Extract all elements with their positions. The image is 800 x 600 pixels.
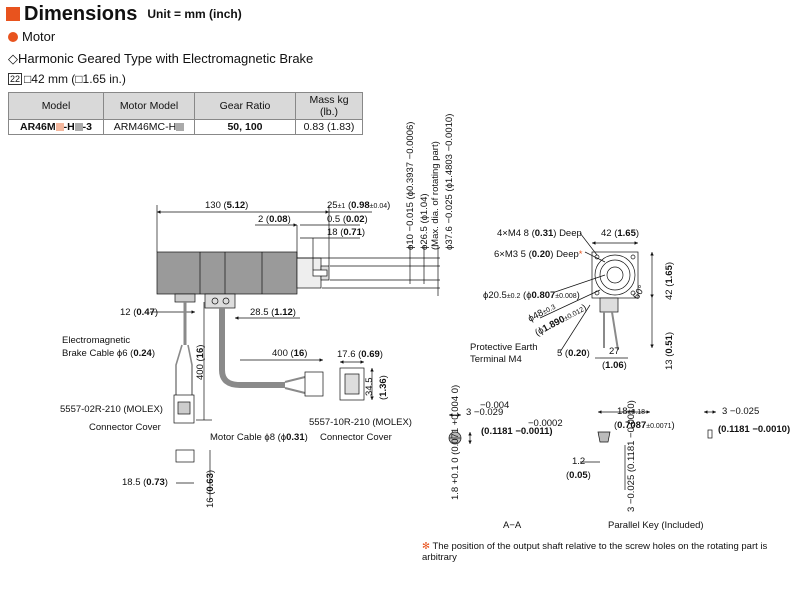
label-motor-cable: Motor Cable ϕ8 (ϕ0.31) bbox=[210, 432, 308, 443]
dim-25: 25±1 (0.98±0.04) bbox=[327, 200, 390, 211]
section-label: Motor bbox=[22, 29, 56, 44]
brake-cable-gland bbox=[174, 293, 196, 303]
motor-connector bbox=[304, 371, 324, 397]
dim-aa-top-sup: −0.004 bbox=[480, 400, 509, 411]
dim-18: 18 (0.71) bbox=[327, 227, 365, 238]
spec-table: Model Motor Model Gear Ratio Mass kg (lb… bbox=[8, 92, 363, 135]
unit-label: Unit = mm (inch) bbox=[147, 7, 242, 21]
dim-2: 2 (0.08) bbox=[258, 214, 291, 225]
dim-400-horizontal: 400 (16) bbox=[272, 348, 307, 359]
bullet-dot-icon bbox=[8, 31, 18, 42]
col-model: Model bbox=[8, 92, 104, 120]
dim-42-height: 42 (1.65) bbox=[664, 262, 675, 300]
dim-aa-inch-sup: −0.0002 bbox=[528, 418, 563, 429]
dim-pk-inch: (0.7087±0.0071) bbox=[614, 420, 675, 431]
dim-aa-top: 3 −0.029 bbox=[466, 407, 503, 418]
dim-key-top: 3 −0.025 bbox=[722, 406, 759, 417]
dim-27: 27 bbox=[609, 346, 620, 357]
cell-model: AR46M-H-3 bbox=[8, 119, 104, 135]
dim-17-6: 17.6 (0.69) bbox=[337, 349, 383, 360]
dim-4xm4: 4×M4 8 (0.31) Deep bbox=[497, 228, 582, 239]
dimensions-header: Dimensions Unit = mm (inch) bbox=[6, 3, 242, 25]
dim-5: 5 (0.20) bbox=[557, 348, 590, 359]
motor-side-body bbox=[156, 251, 298, 295]
dim-key-inch: (0.1181 −0.0010) bbox=[718, 424, 790, 435]
footnote-asterisk: ✻ bbox=[422, 541, 430, 552]
dim-12: 12 (0.47) bbox=[120, 307, 158, 318]
dim-6xm3: 6×M3 5 (0.20) Deep* bbox=[494, 249, 583, 260]
variant-heading: ◇Harmonic Geared Type with Electromagnet… bbox=[8, 51, 314, 66]
frame-size-badge: 22 bbox=[8, 73, 23, 85]
label-brake-cable: Brake Cable ϕ6 (0.24) bbox=[62, 348, 155, 359]
footnote-text: The position of the output shaft relativ… bbox=[422, 541, 768, 563]
cell-gear-ratio: 50, 100 bbox=[194, 119, 296, 135]
label-terminal-m4: Terminal M4 bbox=[470, 354, 522, 365]
dim-d10: ϕ10 −0.015 (ϕ0.3937 −0.0006) bbox=[405, 122, 416, 250]
label-molex-10r: 5557-10R-210 (MOLEX) bbox=[309, 417, 412, 428]
label-parallel-key: Parallel Key (Included) bbox=[608, 520, 704, 531]
col-gear-ratio: Gear Ratio bbox=[194, 92, 296, 120]
dim-400-vertical: 400 (16) bbox=[195, 345, 206, 380]
frame-size-text: □42 mm (□1.65 in.) bbox=[24, 72, 126, 86]
dim-130: 130 (5.12) bbox=[205, 200, 248, 211]
frame-size-line: 22 □42 mm (□1.65 in.) bbox=[8, 72, 126, 86]
col-mass: Mass kg (lb.) bbox=[295, 92, 363, 120]
section-heading: Motor bbox=[8, 29, 55, 44]
label-a-a: A−A bbox=[503, 520, 522, 531]
dim-pk-vertical: 3 −0.025 (0.1181 −0.0010) bbox=[626, 400, 637, 512]
motor-cable-gland bbox=[204, 293, 236, 309]
dim-d37-6: ϕ37.6 −0.025 (ϕ1.4803 −0.0010) bbox=[444, 114, 455, 250]
label-connector-cover-2: Connector Cover bbox=[320, 432, 392, 443]
cell-motor-model: ARM46MC-H bbox=[103, 119, 195, 135]
swatch-icon bbox=[55, 123, 64, 131]
dim-28-5: 28.5 (1.12) bbox=[250, 307, 296, 318]
label-connector-cover-1: Connector Cover bbox=[89, 422, 161, 433]
dim-aa-vertical: 1.8 +0.1 0 (0.071 +0.004 0) bbox=[450, 385, 461, 500]
dim-34-5: 34.5 bbox=[364, 378, 375, 397]
label-electromagnetic: Electromagnetic bbox=[62, 335, 130, 346]
swatch-icon bbox=[176, 123, 185, 131]
label-molex-02r: 5557-02R-210 (MOLEX) bbox=[60, 404, 163, 415]
dim-0-5: 0.5 (0.02) bbox=[327, 214, 368, 225]
dim-pk-18: 18±0.18 bbox=[617, 406, 645, 417]
page-title: Dimensions bbox=[24, 2, 138, 25]
dim-d26-5-note: (Max. dia. of rotating part) bbox=[430, 141, 441, 250]
dim-16: 16 (0.63) bbox=[205, 470, 216, 508]
dim-13: 13 (0.51) bbox=[664, 332, 675, 370]
dim-34-5-inch: (1.36) bbox=[378, 375, 389, 400]
dim-18-5: 18.5 (0.73) bbox=[122, 477, 168, 488]
dim-pk-1-2-inch: (0.05) bbox=[566, 470, 591, 481]
table-row: AR46M-H-3 ARM46MC-H 50, 100 0.83 (1.83) bbox=[8, 119, 363, 135]
cell-mass: 0.83 (1.83) bbox=[295, 119, 363, 135]
dim-d20-5: ϕ20.5±0.2 (ϕ0.807±0.008) bbox=[483, 290, 580, 301]
dim-aa-inch: (0.1181 −0.0011) bbox=[481, 426, 553, 437]
shaft-key bbox=[312, 269, 328, 277]
dim-d26-5: ϕ26.5 (ϕ1.04) bbox=[419, 193, 430, 250]
label-protective-earth: Protective Earth bbox=[470, 342, 538, 353]
swatch-icon bbox=[74, 123, 83, 131]
dim-27-inch: (1.06) bbox=[602, 360, 627, 371]
dim-42-width: 42 (1.65) bbox=[601, 228, 639, 239]
footnote: ✻ The position of the output shaft relat… bbox=[422, 541, 800, 563]
dim-pk-1-2: 1.2 bbox=[572, 456, 585, 467]
header-square-icon bbox=[6, 7, 20, 21]
